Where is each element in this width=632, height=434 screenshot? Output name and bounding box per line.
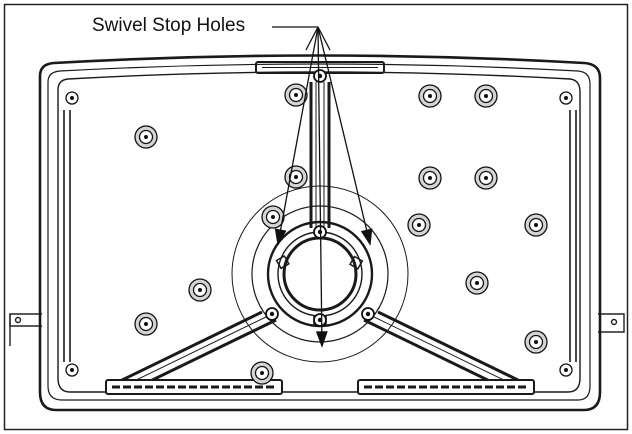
right-side-tab bbox=[598, 313, 625, 333]
mount-hole bbox=[474, 166, 498, 190]
left-side-tab bbox=[9, 313, 42, 346]
right-support-arm bbox=[363, 310, 523, 388]
mount-hole bbox=[524, 330, 548, 354]
mount-hole bbox=[524, 213, 548, 237]
callout-origin-tick bbox=[305, 26, 319, 51]
figure-frame bbox=[3, 3, 629, 431]
mount-hole bbox=[418, 166, 442, 190]
mount-hole bbox=[407, 213, 431, 237]
corner-fastener bbox=[559, 363, 573, 377]
callout-origin-tick bbox=[317, 26, 331, 51]
mount-hole bbox=[134, 312, 158, 336]
callout-arrow bbox=[274, 26, 319, 246]
callout-arrow bbox=[315, 26, 328, 348]
bottom-left-slot bbox=[105, 379, 283, 395]
mount-hole bbox=[284, 165, 308, 189]
mount-hole bbox=[474, 84, 498, 108]
mount-hole bbox=[284, 83, 308, 107]
left-support-arm bbox=[117, 310, 277, 388]
corner-fastener bbox=[65, 363, 79, 377]
mount-hole bbox=[418, 84, 442, 108]
callout-label: Swivel Stop Holes bbox=[92, 15, 245, 36]
mounting-holes bbox=[134, 83, 548, 385]
stop-hole bbox=[313, 313, 327, 327]
mount-hole bbox=[188, 278, 212, 302]
mount-hole bbox=[261, 205, 285, 229]
stop-hole bbox=[313, 69, 327, 83]
corner-fasteners bbox=[65, 91, 573, 377]
stop-hole bbox=[265, 307, 279, 321]
callout-leaders bbox=[272, 26, 373, 348]
mount-hole bbox=[134, 125, 158, 149]
stop-hole bbox=[361, 307, 375, 321]
center-spine bbox=[309, 82, 331, 228]
bottom-right-slot bbox=[357, 379, 535, 395]
corner-fastener bbox=[65, 91, 79, 105]
callout-arrow bbox=[317, 26, 373, 246]
corner-fastener bbox=[559, 91, 573, 105]
mount-hole bbox=[465, 271, 489, 295]
side-rails bbox=[63, 110, 577, 362]
mount-hole bbox=[250, 361, 274, 385]
